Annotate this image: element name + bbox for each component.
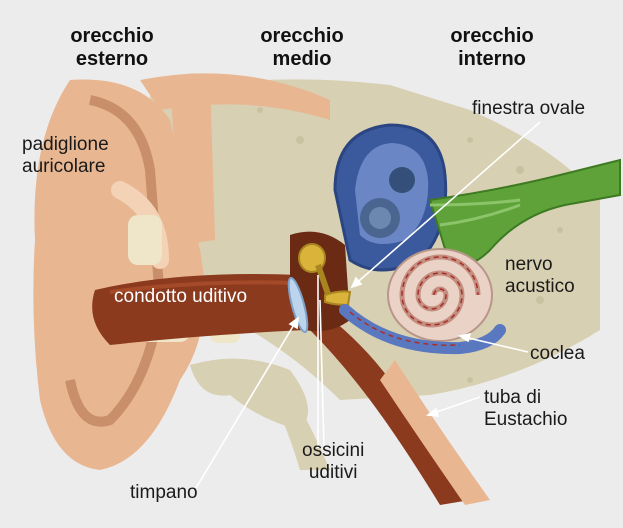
label-acoustic-nerve: nervo acustico	[505, 254, 575, 298]
cochlea	[388, 249, 492, 341]
header-middle-ear: orecchio medio	[242, 25, 362, 71]
header-inner-ear: orecchio interno	[432, 25, 552, 71]
label-ear-canal: condotto uditivo	[114, 286, 247, 308]
label-eustachian-tube: tuba di Eustachio	[484, 387, 567, 431]
label-ossicles: ossicini uditivi	[302, 440, 364, 484]
label-oval-window: finestra ovale	[472, 98, 585, 120]
header-outer-ear: orecchio esterno	[52, 25, 172, 71]
label-cochlea: coclea	[530, 343, 585, 365]
label-pinna: padiglione auricolare	[22, 134, 109, 178]
label-eardrum: timpano	[130, 482, 198, 504]
